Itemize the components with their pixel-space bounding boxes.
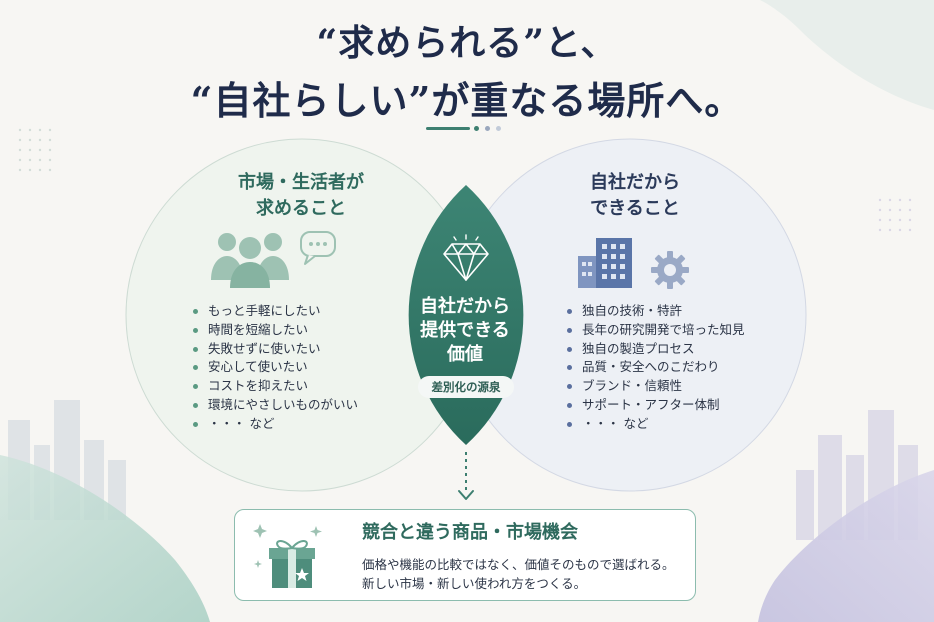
list-item: ブランド・信頼性 xyxy=(564,377,745,396)
overlap-line-1: 自社だから xyxy=(420,296,510,317)
list-item: 時間を短縮したい xyxy=(190,321,358,340)
list-item: ・・・ など xyxy=(190,415,358,434)
list-item: 品質・安全へのこだわり xyxy=(564,358,745,377)
differentiation-badge: 差別化の源泉 xyxy=(418,376,514,398)
result-description-line-1: 価格や機能の比較ではなく、価値そのもので選ばれる。 xyxy=(362,557,675,572)
left-heading-line-2: 求めること xyxy=(256,198,346,219)
result-title: 競合と違う商品・市場機会 xyxy=(362,522,578,543)
right-heading-line-1: 自社だから xyxy=(590,172,680,193)
arrow-down-icon xyxy=(458,490,474,500)
list-item: 安心して使いたい xyxy=(190,358,358,377)
dot-pattern-right xyxy=(878,198,912,232)
list-item: 独自の技術・特許 xyxy=(564,302,745,321)
list-item: コストを抑えたい xyxy=(190,377,358,396)
headline-line-2: “自社らしい”が重なる場所へ。 xyxy=(190,78,744,123)
divider-dot xyxy=(474,126,479,131)
title-divider xyxy=(426,127,470,130)
headline-line-1: “求められる”と、 xyxy=(316,22,618,64)
diamond-icon xyxy=(443,234,489,281)
speech-bubble-icon xyxy=(300,231,336,265)
divider-dot xyxy=(496,126,501,131)
left-circle-heading: 市場・生活者が 求めること xyxy=(196,170,406,222)
list-item: 失敗せずに使いたい xyxy=(190,340,358,359)
list-item: 環境にやさしいものがいい xyxy=(190,396,358,415)
right-circle-heading: 自社だから できること xyxy=(530,170,740,222)
left-needs-list: もっと手軽にしたい 時間を短縮したい 失敗せずに使いたい 安心して使いたい コス… xyxy=(190,302,358,434)
overlap-value-text: 自社だから 提供できる 価値 xyxy=(395,295,535,367)
right-strengths-list: 独自の技術・特許 長年の研究開発で培った知見 独自の製造プロセス 品質・安全への… xyxy=(564,302,745,434)
right-heading-line-2: できること xyxy=(590,198,680,219)
list-item: もっと手軽にしたい xyxy=(190,302,358,321)
dot-pattern-left xyxy=(18,128,52,172)
overlap-line-3: 価値 xyxy=(447,344,483,365)
list-item: 独自の製造プロセス xyxy=(564,340,745,359)
building-icon xyxy=(578,238,689,289)
left-heading-line-1: 市場・生活者が xyxy=(238,172,364,193)
list-item: ・・・ など xyxy=(564,415,745,434)
result-description-line-2: 新しい市場・新しい使われ方をつくる。 xyxy=(362,576,587,591)
list-item: 長年の研究開発で培った知見 xyxy=(564,321,745,340)
gift-box-icon xyxy=(253,524,322,588)
divider-dot xyxy=(485,126,490,131)
overlap-line-2: 提供できる xyxy=(420,320,510,341)
list-item: サポート・アフター体制 xyxy=(564,396,745,415)
people-group-icon xyxy=(211,231,336,288)
gear-icon xyxy=(651,251,689,289)
